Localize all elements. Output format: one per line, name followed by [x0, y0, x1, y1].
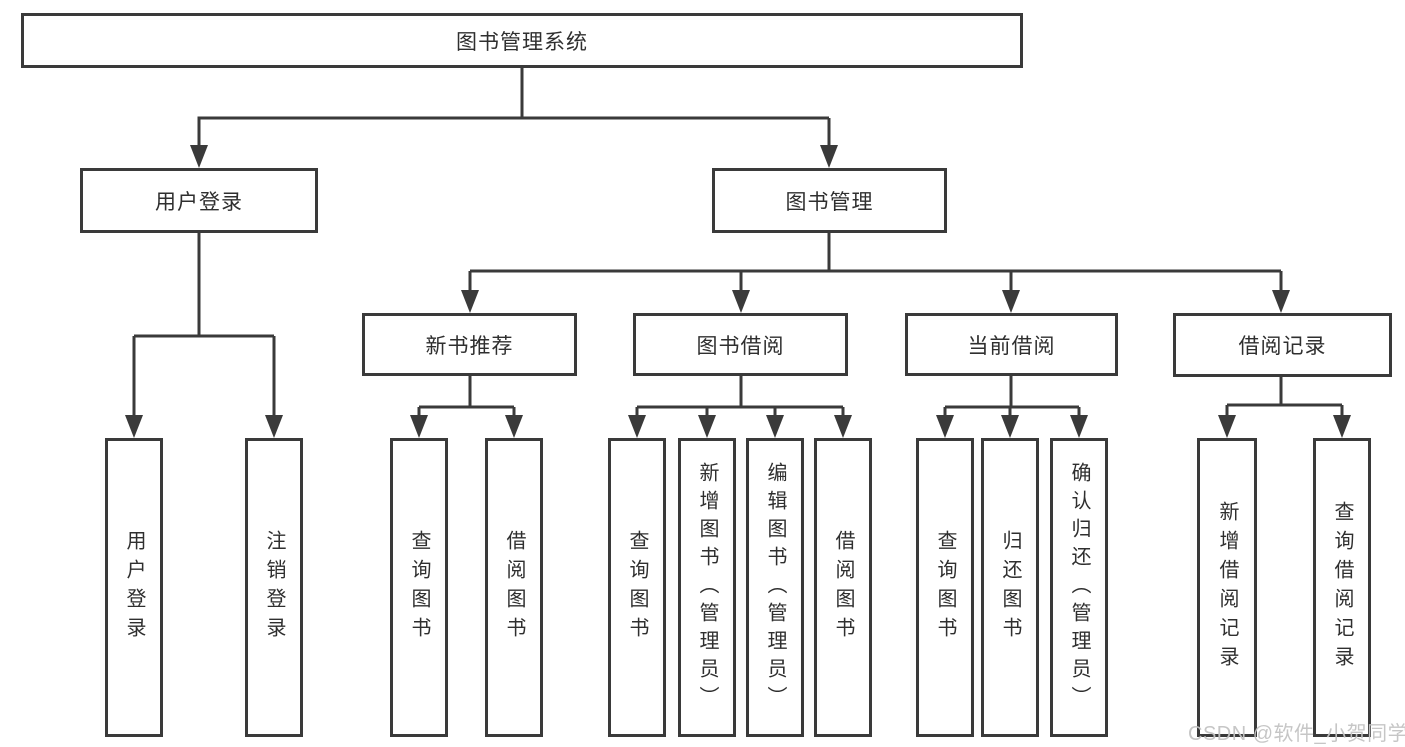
node-label: 新增借阅记录 — [1216, 500, 1238, 675]
node-label: 新书推荐 — [425, 334, 514, 358]
arrow-down-icon — [1070, 415, 1088, 438]
node-label: 借阅图书 — [832, 529, 854, 646]
node-label: 图书借阅 — [696, 334, 785, 358]
node-label: 当前借阅 — [967, 334, 1056, 358]
node-label: 用户登录 — [155, 190, 243, 214]
leaf-borrow-books-recommend: 借阅图书 — [485, 438, 543, 737]
leaf-add-borrow-record: 新增借阅记录 — [1197, 438, 1257, 737]
node-root: 图书管理系统 — [21, 13, 1023, 68]
node-book-borrowing: 图书借阅 — [633, 313, 848, 376]
arrow-down-icon — [505, 415, 523, 438]
node-label: 借阅记录 — [1238, 335, 1327, 358]
leaf-query-books-current: 查询图书 — [916, 438, 974, 737]
arrow-down-icon — [628, 415, 646, 438]
leaf-query-borrow-record: 查询借阅记录 — [1313, 438, 1371, 737]
leaf-return-books: 归还图书 — [981, 438, 1039, 737]
node-label: 图书管理系统 — [456, 30, 588, 54]
node-label: 查询图书 — [934, 529, 956, 646]
arrow-down-icon — [766, 415, 784, 438]
node-label: 查询图书 — [626, 529, 648, 646]
arrow-down-icon — [1333, 415, 1351, 438]
leaf-logout: 注销登录 — [245, 438, 303, 737]
arrow-down-icon — [461, 290, 479, 313]
node-book-management: 图书管理 — [712, 168, 947, 233]
node-label: 查询借阅记录 — [1331, 500, 1353, 675]
node-label: 注销登录 — [263, 529, 285, 646]
leaf-user-login: 用户登录 — [105, 438, 163, 737]
arrow-down-icon — [125, 415, 143, 438]
arrow-down-icon — [410, 415, 428, 438]
leaf-confirm-return-admin: 确认归还（管理员） — [1050, 438, 1108, 737]
node-new-book-recommendation: 新书推荐 — [362, 313, 577, 376]
node-borrowing-records: 借阅记录 — [1173, 313, 1392, 377]
leaf-query-books-borrowing: 查询图书 — [608, 438, 666, 737]
arrow-down-icon — [1002, 290, 1020, 313]
leaf-edit-books-admin: 编辑图书（管理员） — [746, 438, 804, 737]
arrow-down-icon — [936, 415, 954, 438]
watermark: CSDN @软件_小贺同学 — [1188, 723, 1405, 745]
arrow-down-icon — [1218, 415, 1236, 438]
node-current-borrowing: 当前借阅 — [905, 313, 1118, 376]
leaf-borrow-books-borrowing: 借阅图书 — [814, 438, 872, 737]
node-user-login: 用户登录 — [80, 168, 318, 233]
arrow-down-icon — [1272, 290, 1290, 313]
leaf-query-books-recommend: 查询图书 — [390, 438, 448, 737]
node-label: 图书管理 — [785, 190, 874, 214]
node-label: 新增图书（管理员） — [696, 461, 718, 714]
node-label: 确认归还（管理员） — [1068, 461, 1090, 714]
node-label: 用户登录 — [123, 529, 145, 646]
arrow-down-icon — [732, 290, 750, 313]
arrow-down-icon — [1001, 415, 1019, 438]
arrow-down-icon — [820, 145, 838, 168]
node-label: 编辑图书（管理员） — [764, 461, 786, 714]
node-label: 归还图书 — [999, 529, 1021, 646]
arrow-down-icon — [265, 415, 283, 438]
leaf-add-books-admin: 新增图书（管理员） — [678, 438, 736, 737]
arrow-down-icon — [698, 415, 716, 438]
arrow-down-icon — [190, 145, 208, 168]
node-label: 借阅图书 — [503, 529, 525, 646]
node-label: 查询图书 — [408, 529, 430, 646]
arrow-down-icon — [834, 415, 852, 438]
